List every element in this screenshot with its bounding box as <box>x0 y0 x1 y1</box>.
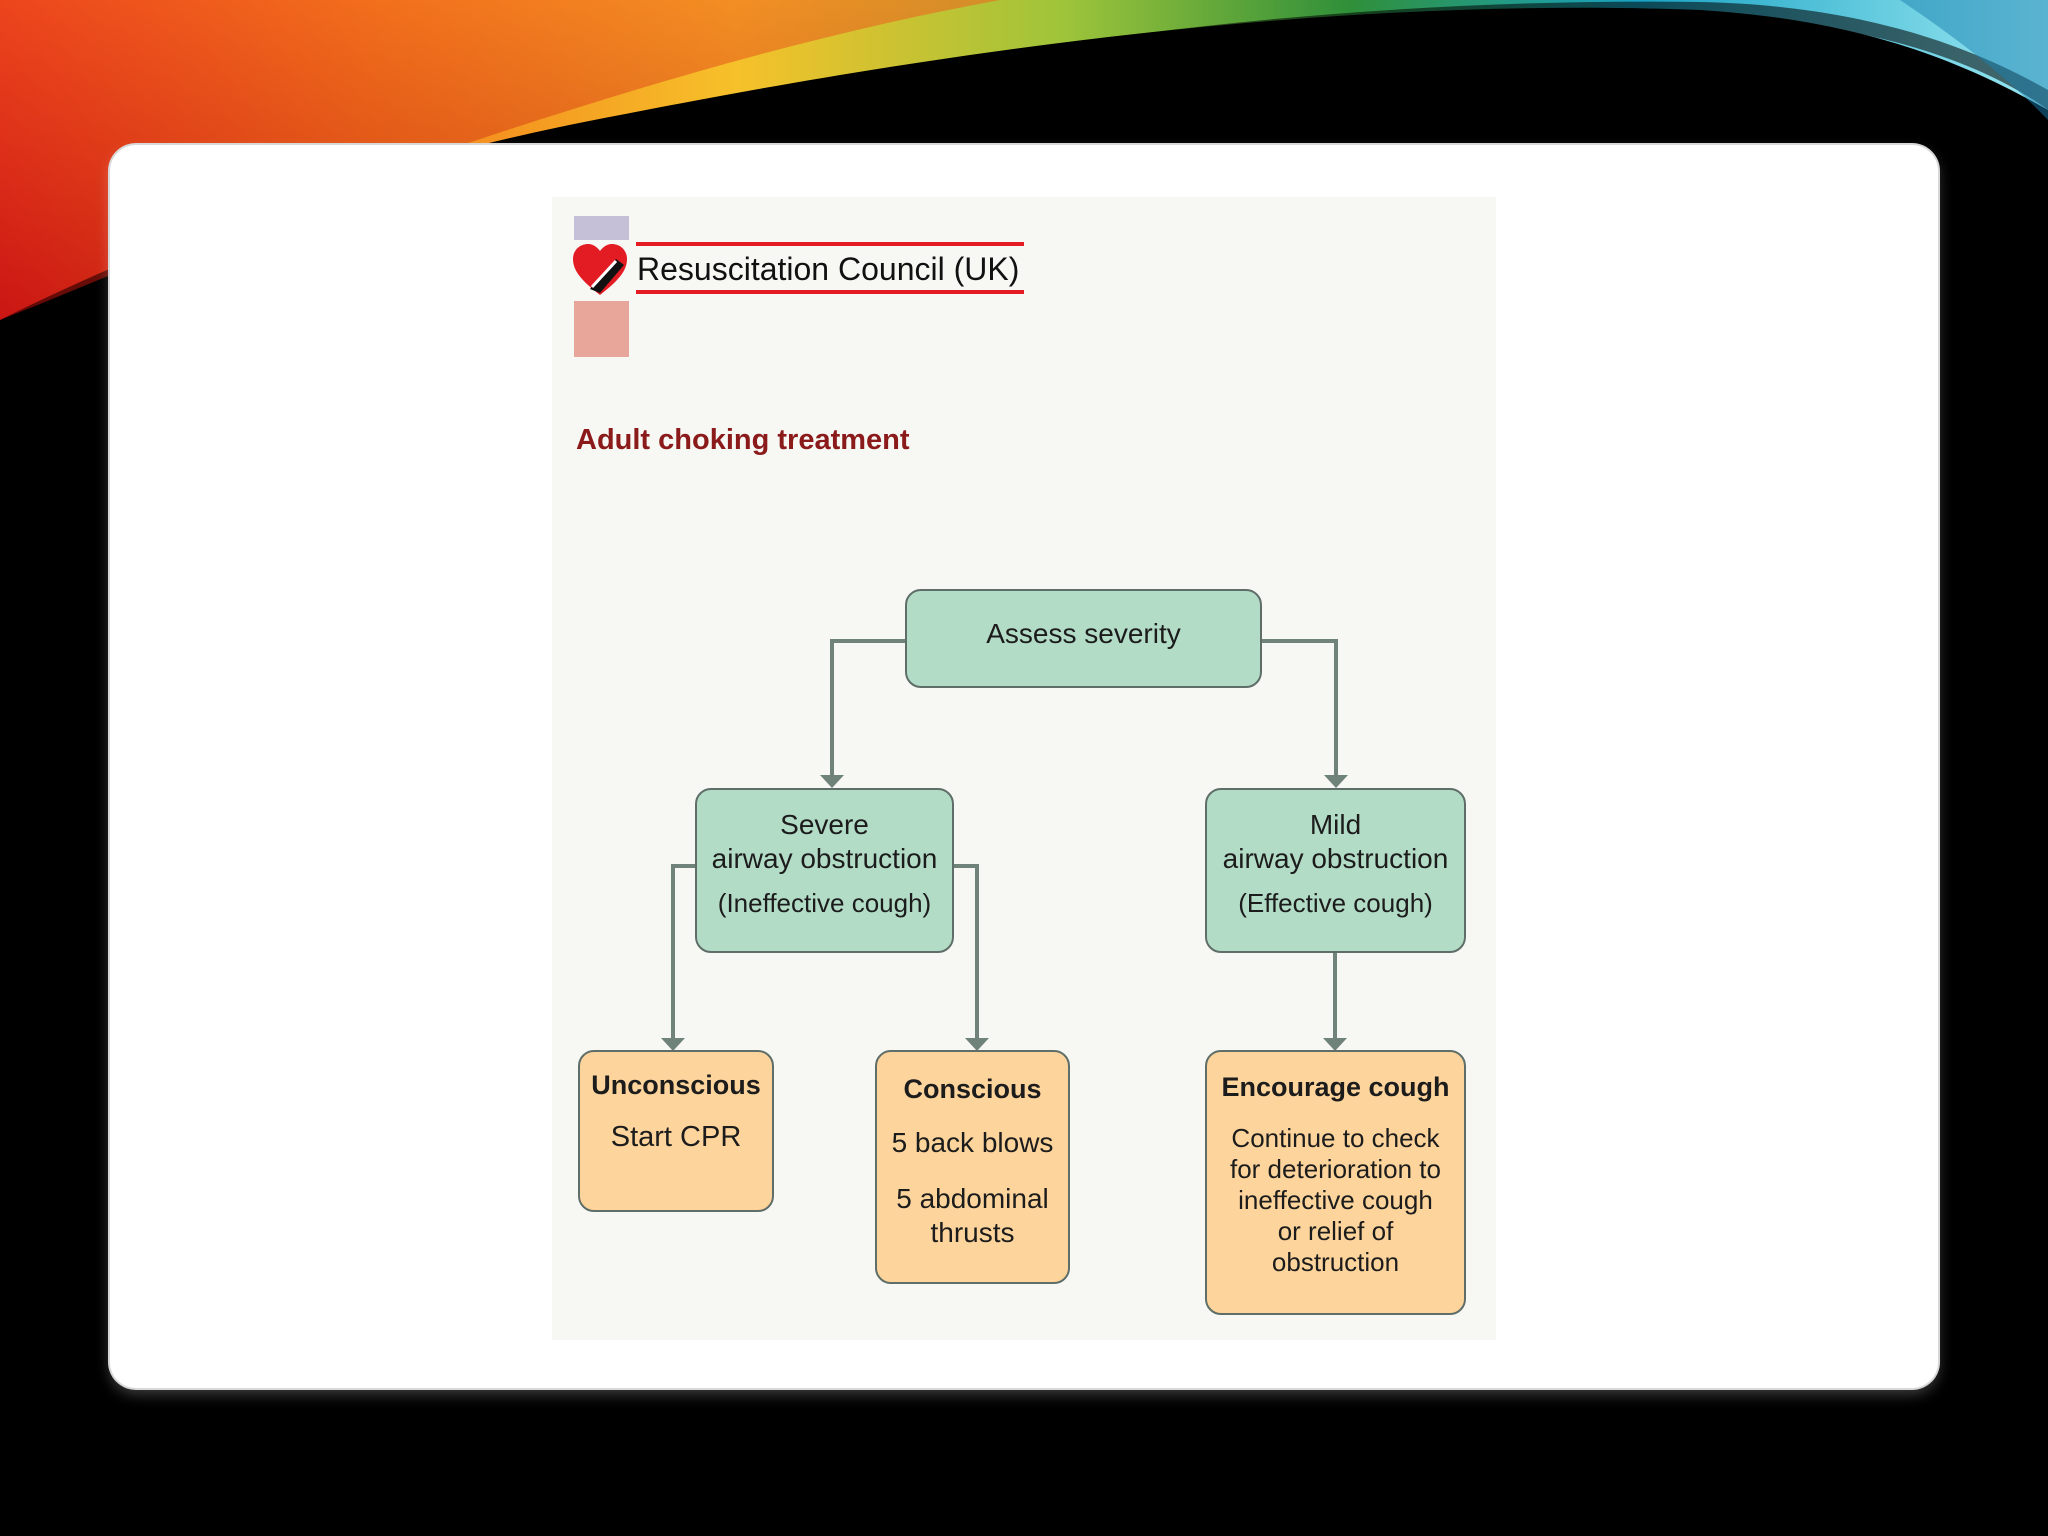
arrowhead-unconscious <box>661 1038 685 1051</box>
edge-assess-to-severe <box>830 639 906 777</box>
node-unconscious-heading: Unconscious <box>591 1070 761 1100</box>
node-mild-line1: Mild <box>1309 809 1362 840</box>
edge-assess-to-mild <box>1260 639 1338 777</box>
node-unconscious: Unconscious Start CPR <box>578 1050 774 1212</box>
node-encourage-cough: Encourage cough Continue to check for de… <box>1205 1050 1466 1315</box>
arrowhead-severe <box>820 775 844 788</box>
arrowhead-mild <box>1324 775 1348 788</box>
node-conscious-action2-line2: thrusts <box>930 1217 1015 1248</box>
logo-square-bottom <box>574 301 629 357</box>
org-rule-bottom <box>636 290 1024 294</box>
node-severe-line2: airway obstruction <box>711 843 938 874</box>
node-unconscious-action: Start CPR <box>610 1121 742 1153</box>
edge-severe-to-conscious <box>953 864 979 1040</box>
node-assess-severity: Assess severity <box>905 589 1262 688</box>
org-name: Resuscitation Council (UK) <box>637 251 1020 287</box>
logo-square-top <box>574 216 629 240</box>
node-encourage-line5: obstruction <box>1271 1247 1400 1277</box>
arrowhead-conscious <box>965 1038 989 1051</box>
node-assess-label: Assess severity <box>986 618 1181 649</box>
node-mild-obstruction: Mild airway obstruction (Effective cough… <box>1205 788 1466 953</box>
node-encourage-line4: or relief of <box>1277 1216 1394 1246</box>
arrowhead-encourage <box>1323 1038 1347 1051</box>
decorative-banner <box>0 0 2048 320</box>
node-encourage-heading: Encourage cough <box>1221 1072 1450 1102</box>
node-mild-line2: airway obstruction <box>1222 843 1449 874</box>
node-severe-obstruction: Severe airway obstruction (Ineffective c… <box>695 788 954 953</box>
node-encourage-line1: Continue to check <box>1231 1123 1440 1153</box>
node-conscious-action1: 5 back blows <box>891 1127 1054 1158</box>
node-conscious-action2-line1: 5 abdominal <box>896 1183 1049 1214</box>
node-severe-line1: Severe <box>780 809 869 840</box>
node-severe-note: (Ineffective cough) <box>717 888 932 918</box>
node-mild-note: (Effective cough) <box>1238 888 1433 918</box>
org-rule-top <box>636 242 1024 246</box>
node-conscious: Conscious 5 back blows 5 abdominal thrus… <box>875 1050 1070 1284</box>
node-encourage-line3: ineffective cough <box>1238 1185 1433 1215</box>
node-conscious-heading: Conscious <box>903 1074 1042 1104</box>
chart-title: Adult choking treatment <box>576 424 910 456</box>
edge-severe-to-unconscious <box>671 864 695 1040</box>
node-encourage-line2: for deterioration to <box>1229 1154 1441 1184</box>
heart-logo-icon <box>573 244 627 295</box>
